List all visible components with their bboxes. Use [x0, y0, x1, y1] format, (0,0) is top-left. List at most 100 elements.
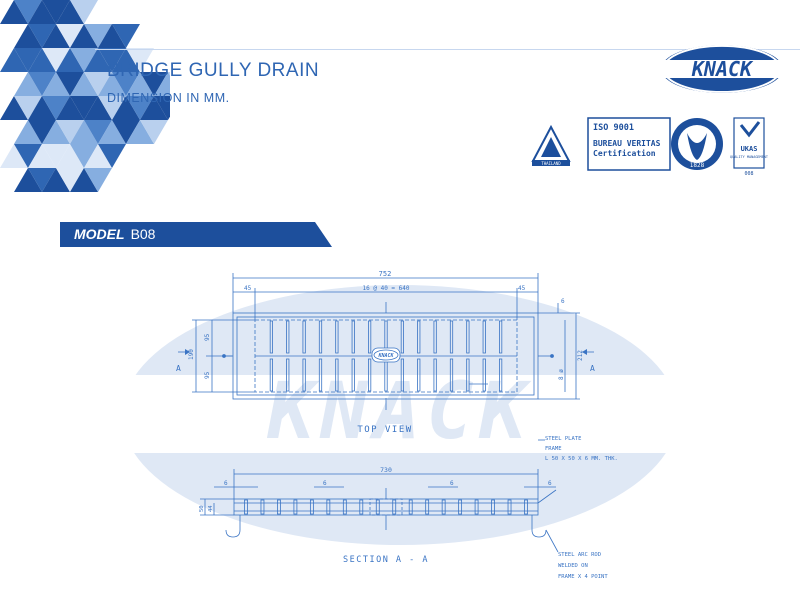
top-view-bar [466, 320, 470, 354]
dim-height: 190 [188, 349, 195, 360]
section-bar [474, 499, 479, 515]
mosaic-triangle [112, 72, 140, 96]
mosaic-triangle [14, 96, 42, 120]
mosaic-triangle [84, 24, 112, 48]
mosaic-triangle [56, 0, 84, 24]
triangle-mosaic [0, 0, 170, 192]
mosaic-triangle [70, 120, 98, 144]
certification-badges: ISO 9001 BUREAU VERITAS Certification 18… [587, 117, 769, 177]
ukas-badge-icon: UKAS QUALITY MANAGEMENT 008 [730, 117, 769, 177]
mosaic-triangle [28, 120, 56, 144]
note-rod-1: STEEL ARC ROD [558, 552, 601, 558]
section-bar [375, 499, 380, 515]
dim-overall: 752 [379, 270, 392, 278]
sec-dim-right: 6 [548, 480, 552, 487]
top-view-bar [302, 320, 306, 354]
section-mark-left: A [176, 364, 181, 373]
dim-rod: 8 ø [558, 369, 565, 380]
dim-spacing: 16 @ 40 = 640 [363, 285, 410, 292]
top-view-bar [318, 320, 323, 354]
bureau-label: BUREAU VERITAS [593, 139, 661, 148]
mosaic-triangle [42, 24, 70, 48]
mosaic-triangle [70, 48, 98, 72]
top-view-bar [351, 320, 355, 354]
mosaic-triangle [28, 24, 56, 48]
ukas-label: UKAS [741, 145, 758, 153]
mosaic-triangle [140, 120, 168, 144]
mosaic-triangle [70, 0, 98, 24]
mosaic-triangle [28, 144, 56, 168]
mosaic-triangle [70, 144, 98, 168]
mosaic-triangle [42, 72, 70, 96]
mosaic-triangle [98, 96, 126, 120]
mosaic-triangle [56, 72, 84, 96]
top-view-bar [368, 358, 372, 392]
section-bar [524, 499, 528, 515]
top-view-bar [351, 358, 355, 392]
section-bar [309, 499, 314, 515]
model-code: B08 [130, 226, 156, 242]
top-view-bar [302, 358, 306, 392]
mosaic-triangle [112, 24, 140, 48]
section-bar [441, 499, 446, 515]
dim-half-bottom: 95 [204, 371, 211, 379]
sec-dim-height-inner: 44 [208, 505, 214, 512]
section-arrow-right-icon [582, 349, 587, 355]
note-plate-1: STEEL PLATE [545, 436, 581, 442]
mosaic-triangle [154, 96, 170, 120]
mosaic-triangle [56, 96, 84, 120]
sec-dim-left: 6 [224, 480, 228, 487]
mosaic-triangle [56, 48, 84, 72]
mosaic-triangle [0, 96, 28, 120]
mosaic-triangle [28, 168, 56, 192]
sec-dim-mid-left: 6 [323, 480, 327, 487]
certification-label: Certification [593, 148, 656, 158]
mosaic-triangle [0, 144, 28, 168]
mosaic-triangle [14, 144, 42, 168]
mosaic-triangle [42, 48, 70, 72]
model-banner [60, 222, 332, 247]
mosaic-triangle [28, 96, 56, 120]
top-view-bar [499, 358, 503, 392]
section-bar [359, 499, 364, 515]
section-bar [408, 499, 413, 515]
section-bar [326, 499, 331, 515]
top-view-bar [433, 358, 437, 392]
mosaic-triangle [14, 24, 42, 48]
top-view-bar [368, 320, 372, 354]
top-view-bar [269, 358, 273, 392]
section-bar [392, 499, 397, 515]
dim-half-top: 95 [204, 333, 211, 341]
mosaic-triangle [70, 96, 98, 120]
section-label: SECTION A - A [343, 555, 429, 565]
top-view-bar [433, 320, 437, 354]
mosaic-triangle [140, 96, 168, 120]
mosaic-triangle [154, 72, 170, 96]
mosaic-triangle [56, 24, 84, 48]
page-title: BRIDGE GULLY DRAIN [107, 60, 320, 81]
bv-year: 1828 [690, 162, 705, 169]
mosaic-triangle [14, 120, 42, 144]
top-view-bar [417, 358, 421, 392]
section-bar [507, 499, 512, 515]
mosaic-triangle [14, 48, 42, 72]
mosaic-triangle [42, 144, 70, 168]
header-rule [95, 49, 800, 50]
sec-dim-height-outer: 50 [199, 505, 205, 512]
thai-label: THAILAND [541, 161, 561, 166]
top-view-bar [482, 320, 486, 354]
mosaic-triangle [14, 168, 42, 192]
mosaic-triangle [84, 144, 112, 168]
mosaic-triangle [28, 48, 56, 72]
section-bar [491, 499, 495, 515]
mosaic-triangle [98, 48, 126, 72]
section-bar [293, 499, 298, 515]
section-bar [425, 499, 430, 515]
top-view-bar [269, 320, 273, 354]
note-rod-2: WELDED ON [558, 563, 588, 569]
mosaic-triangle [42, 96, 70, 120]
knack-watermark: KNACK [120, 285, 680, 545]
logo-text: KNACK [691, 57, 754, 81]
section-mark-right: A [590, 364, 595, 373]
